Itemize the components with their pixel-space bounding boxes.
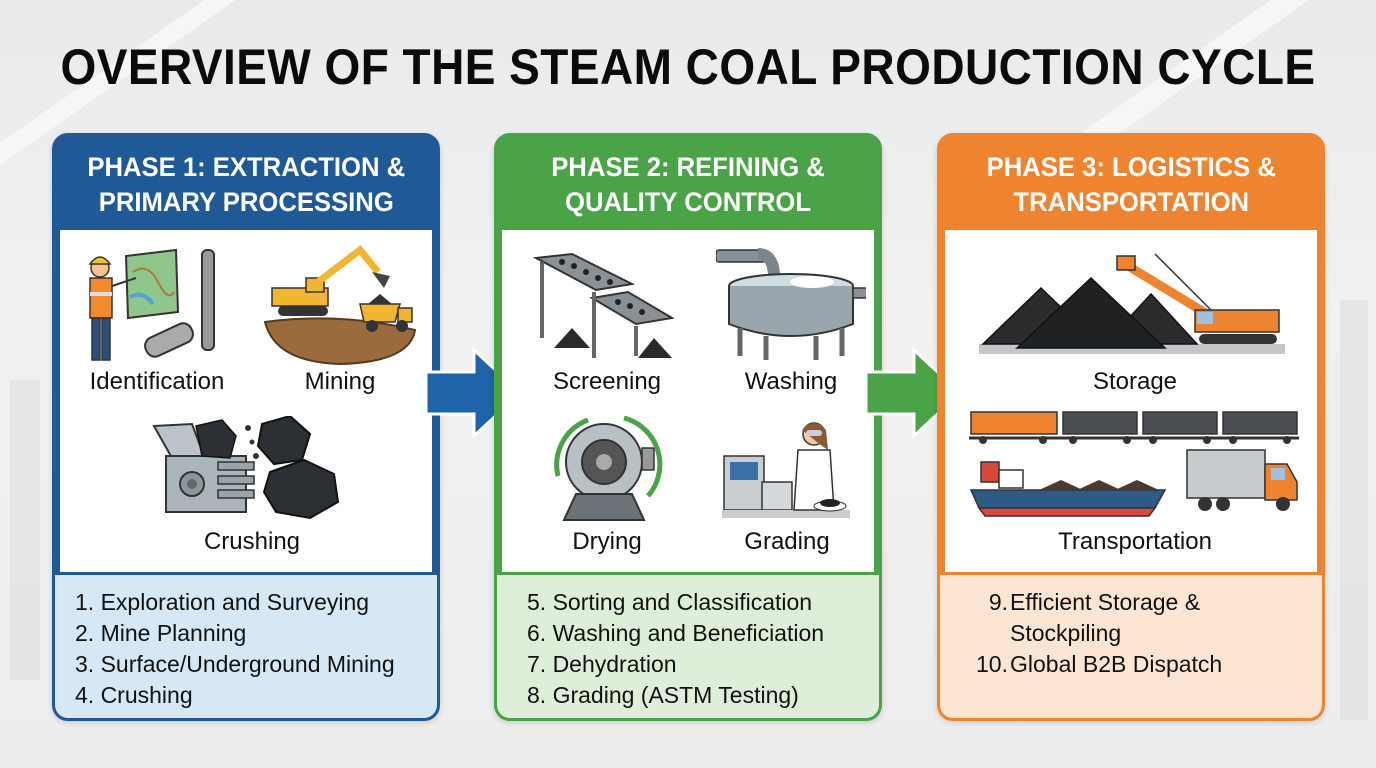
phase-1-header-line2: PRIMARY PROCESSING bbox=[98, 187, 394, 217]
phase-2-panel: PHASE 2: REFINING & QUALITY CONTROL Scre… bbox=[494, 133, 882, 721]
phase-3-header: PHASE 3: LOGISTICS & TRANSPORTATION bbox=[940, 136, 1322, 230]
surveyor-map-icon bbox=[88, 248, 215, 361]
washing-tank-icon bbox=[716, 248, 866, 360]
stage-label-storage: Storage bbox=[1092, 368, 1178, 395]
excavator-truck-icon bbox=[263, 245, 417, 366]
phase-3-header-line1: PHASE 3: LOGISTICS & bbox=[986, 152, 1276, 182]
phase-2-header-line2: QUALITY CONTROL bbox=[564, 187, 812, 217]
train-ship-truck-icon bbox=[969, 411, 1299, 517]
phase-3-illustrations: Storage Transportation bbox=[942, 230, 1320, 572]
stage-label-transportation: Transportation bbox=[1058, 528, 1212, 555]
phase-2-header: PHASE 2: REFINING & QUALITY CONTROL bbox=[497, 136, 879, 230]
step-item: Stockpiling bbox=[1010, 620, 1122, 646]
lab-technician-icon bbox=[722, 422, 850, 518]
phase-1-header-line1: PHASE 1: EXTRACTION & bbox=[87, 152, 405, 182]
phase-3-panel: PHASE 3: LOGISTICS & TRANSPORTATION Stor… bbox=[937, 133, 1325, 721]
phase-2-steps: 5. Sorting and Classification 6. Washing… bbox=[497, 572, 879, 718]
phase-3-header-line2: TRANSPORTATION bbox=[1013, 187, 1249, 217]
step-item: 3. Surface/Underground Mining bbox=[75, 651, 395, 677]
screening-machine-icon bbox=[532, 252, 675, 358]
dryer-drum-icon bbox=[554, 416, 663, 521]
stage-label-crushing: Crushing bbox=[203, 528, 301, 555]
coal-stockpile-stacker-icon bbox=[979, 253, 1285, 354]
phase-2-illustrations: Screening Washing Drying Grading bbox=[499, 230, 877, 572]
stage-label-identification: Identification bbox=[89, 368, 225, 395]
step-item: 2. Mine Planning bbox=[75, 620, 247, 646]
phase-1-steps: 1. Exploration and Surveying 2. Mine Pla… bbox=[55, 572, 437, 718]
step-item: 7. Dehydration bbox=[527, 651, 677, 677]
step-item: 8. Grading (ASTM Testing) bbox=[527, 682, 799, 708]
step-item: 10.Global B2B Dispatch bbox=[976, 651, 1223, 677]
phase-1-panel: PHASE 1: EXTRACTION & PRIMARY PROCESSING bbox=[52, 133, 440, 721]
stage-label-drying: Drying bbox=[572, 528, 642, 555]
stage-label-screening: Screening bbox=[552, 368, 662, 395]
step-item: 4. Crushing bbox=[75, 682, 193, 708]
crusher-icon bbox=[152, 416, 340, 520]
step-item: 5. Sorting and Classification bbox=[527, 589, 813, 615]
stage-label-grading: Grading bbox=[744, 528, 830, 555]
stage-label-mining: Mining bbox=[304, 368, 376, 395]
phase-1-illustrations: Identification Mining Crushing bbox=[57, 230, 435, 572]
step-item: 9.Efficient Storage & bbox=[988, 589, 1201, 615]
phase-1-header: PHASE 1: EXTRACTION & PRIMARY PROCESSING bbox=[55, 136, 437, 230]
phase-2-header-line1: PHASE 2: REFINING & bbox=[551, 152, 825, 182]
page-title: OVERVIEW OF THE STEAM COAL PRODUCTION CY… bbox=[60, 39, 1316, 95]
stage-label-washing: Washing bbox=[744, 368, 838, 395]
step-item: 1. Exploration and Surveying bbox=[75, 589, 370, 615]
step-item: 6. Washing and Beneficiation bbox=[527, 620, 825, 646]
phase-3-steps: 9.Efficient Storage & Stockpiling 10.Glo… bbox=[940, 572, 1322, 718]
